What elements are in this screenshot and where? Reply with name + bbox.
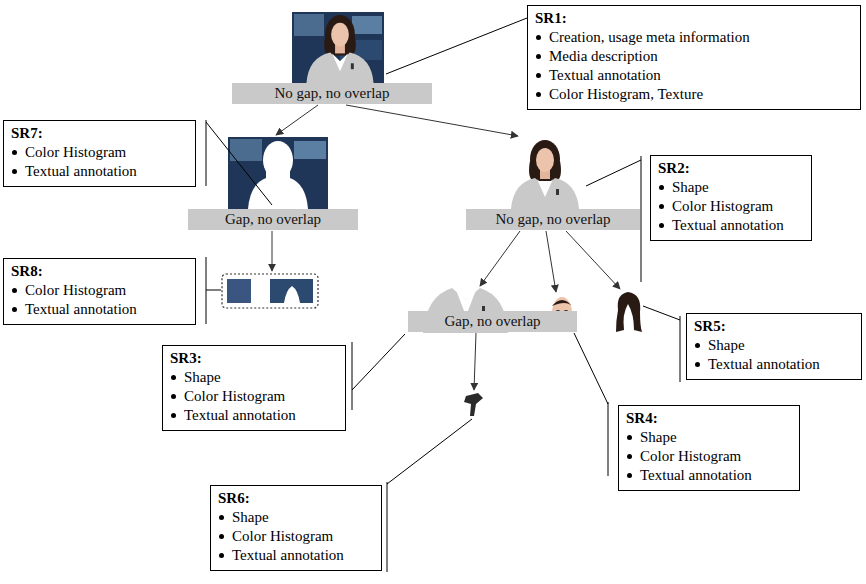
descriptor-text: Shape <box>232 508 373 527</box>
descriptor-box: SR6:ShapeColor HistogramTextual annotati… <box>210 485 382 571</box>
descriptor-item: Shape <box>658 178 803 197</box>
background-pieces <box>222 274 318 308</box>
bullet-dot <box>12 150 17 155</box>
background-segment <box>228 137 328 209</box>
relation-band: Gap, no overlap <box>188 209 358 230</box>
descriptor-box: SR3:ShapeColor HistogramTextual annotati… <box>162 345 346 431</box>
bullet-dot <box>171 375 176 380</box>
descriptor-box: SR8:Color HistogramTextual annotation <box>3 258 196 325</box>
descriptor-item: Textual annotation <box>11 300 187 319</box>
relation-band: No gap, no overlap <box>466 209 640 230</box>
bullet-dot <box>12 307 17 312</box>
bullet-dot <box>12 169 17 174</box>
descriptor-text: Textual annotation <box>232 546 373 565</box>
descriptor-text: Textual annotation <box>549 66 852 85</box>
person-segment <box>511 140 579 209</box>
segment-heading: SR5: <box>694 317 853 336</box>
hair-segment <box>616 292 642 332</box>
descriptor-text: Media description <box>549 47 852 66</box>
bullet-dot <box>171 394 176 399</box>
bullet-dot <box>219 534 224 539</box>
segment-heading: SR6: <box>218 489 373 508</box>
descriptor-box: SR5:ShapeTextual annotation <box>686 313 862 380</box>
descriptor-text: Textual annotation <box>672 216 803 235</box>
bullet-dot <box>627 454 632 459</box>
segment-heading: SR3: <box>170 349 337 368</box>
descriptor-text: Shape <box>672 178 803 197</box>
descriptor-item: Color Histogram <box>170 387 337 406</box>
relation-band: Gap, no overlap <box>408 311 577 332</box>
bullet-dot <box>659 223 664 228</box>
microphone-segment <box>464 393 483 416</box>
bullet-dot <box>536 35 541 40</box>
descriptor-item: Color Histogram <box>626 447 791 466</box>
descriptor-item: Shape <box>626 428 791 447</box>
descriptor-text: Textual annotation <box>25 300 187 319</box>
bullet-dot <box>219 515 224 520</box>
descriptor-box: SR4:ShapeColor HistogramTextual annotati… <box>618 405 800 491</box>
descriptor-box: SR2:ShapeColor HistogramTextual annotati… <box>650 155 812 241</box>
descriptor-item: Shape <box>170 368 337 387</box>
descriptor-text: Color Histogram <box>25 281 187 300</box>
relation-label: Gap, no overlap <box>414 311 571 332</box>
descriptor-text: Textual annotation <box>708 355 853 374</box>
bullet-dot <box>659 185 664 190</box>
descriptor-text: Creation, usage meta information <box>549 28 852 47</box>
relation-band: No gap, no overlap <box>232 83 432 104</box>
descriptor-text: Shape <box>184 368 337 387</box>
segment-heading: SR1: <box>535 9 852 28</box>
descriptor-text: Textual annotation <box>640 466 791 485</box>
descriptor-item: Color Histogram <box>11 281 187 300</box>
bullet-dot <box>536 54 541 59</box>
relation-label: Gap, no overlap <box>194 209 352 230</box>
descriptor-text: Color Histogram <box>25 143 187 162</box>
bullet-dot <box>695 362 700 367</box>
descriptor-box: SR1:Creation, usage meta informationMedi… <box>527 5 861 110</box>
bullet-dot <box>12 288 17 293</box>
descriptor-item: Textual annotation <box>626 466 791 485</box>
descriptor-item: Color Histogram <box>11 143 187 162</box>
bullet-dot <box>536 92 541 97</box>
descriptor-text: Shape <box>640 428 791 447</box>
descriptor-text: Color Histogram <box>640 447 791 466</box>
descriptor-item: Textual annotation <box>11 162 187 181</box>
descriptor-item: Color Histogram <box>218 527 373 546</box>
descriptor-item: Creation, usage meta information <box>535 28 852 47</box>
bullet-dot <box>627 473 632 478</box>
bullet-dot <box>659 204 664 209</box>
descriptor-item: Shape <box>694 336 853 355</box>
news-frame <box>292 12 384 83</box>
descriptor-text: Color Histogram <box>232 527 373 546</box>
descriptor-item: Textual annotation <box>218 546 373 565</box>
bullet-dot <box>627 435 632 440</box>
descriptor-item: Textual annotation <box>658 216 803 235</box>
relation-label: No gap, no overlap <box>238 83 426 104</box>
bullet-dot <box>536 73 541 78</box>
descriptor-text: Textual annotation <box>184 406 337 425</box>
descriptor-item: Textual annotation <box>535 66 852 85</box>
relation-label: No gap, no overlap <box>472 209 634 230</box>
segment-heading: SR8: <box>11 262 187 281</box>
segment-heading: SR4: <box>626 409 791 428</box>
segment-heading: SR7: <box>11 124 187 143</box>
bullet-dot <box>171 413 176 418</box>
bullet-dot <box>219 553 224 558</box>
descriptor-text: Textual annotation <box>25 162 187 181</box>
descriptor-box: SR7:Color HistogramTextual annotation <box>3 120 196 187</box>
descriptor-text: Color Histogram, Texture <box>549 85 852 104</box>
bullet-dot <box>695 343 700 348</box>
descriptor-item: Textual annotation <box>694 355 853 374</box>
descriptor-item: Textual annotation <box>170 406 337 425</box>
descriptor-text: Color Histogram <box>672 197 803 216</box>
descriptor-item: Shape <box>218 508 373 527</box>
descriptor-text: Color Histogram <box>184 387 337 406</box>
descriptor-text: Shape <box>708 336 853 355</box>
descriptor-item: Color Histogram, Texture <box>535 85 852 104</box>
descriptor-item: Media description <box>535 47 852 66</box>
descriptor-item: Color Histogram <box>658 197 803 216</box>
segment-heading: SR2: <box>658 159 803 178</box>
